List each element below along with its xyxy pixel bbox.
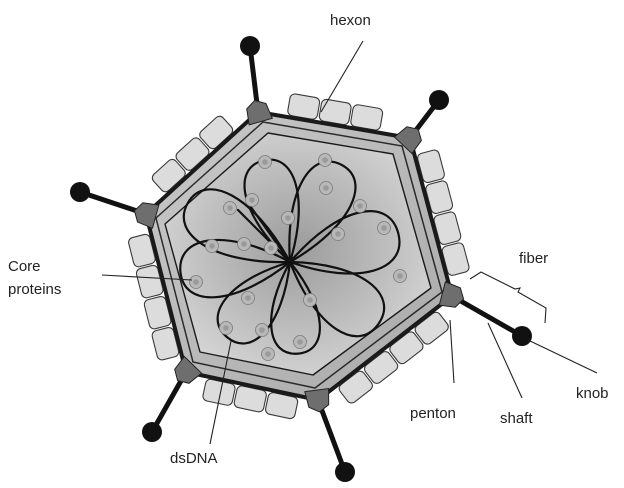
fiber-knob (142, 422, 162, 442)
label-shaft: shaft (500, 410, 533, 427)
label-core-line2: proteins (8, 281, 61, 298)
core-protein-center (381, 225, 387, 231)
core-protein-center (322, 157, 328, 163)
core-protein-center (297, 339, 303, 345)
label-dsdna: dsDNA (170, 450, 218, 467)
fiber-knob (429, 90, 449, 110)
core-protein-center (285, 215, 291, 221)
fiber-knob (512, 326, 532, 346)
knob-leader (528, 340, 597, 373)
penton-base (305, 389, 332, 414)
label-penton: penton (410, 405, 456, 422)
penton-leader (450, 320, 454, 383)
core-protein-center (245, 295, 251, 301)
core-protein-center (307, 297, 313, 303)
core-protein-center (241, 241, 247, 247)
fiber-knob (335, 462, 355, 482)
label-fiber: fiber (519, 250, 548, 267)
fiber-knob (240, 36, 260, 56)
label-core-line1: Core (8, 258, 41, 275)
core-protein-center (335, 231, 341, 237)
core-protein-center (227, 205, 233, 211)
core-protein-center (323, 185, 329, 191)
core-protein-center (249, 197, 255, 203)
core-protein-center (209, 243, 215, 249)
fiber-shaft (452, 296, 522, 336)
core-protein-center (397, 273, 403, 279)
label-hexon: hexon (330, 12, 371, 29)
fiber-shaft (318, 400, 345, 472)
fiber-knob (70, 182, 90, 202)
hexon-leader (321, 41, 363, 112)
label-knob: knob (576, 385, 609, 402)
core-protein-center (268, 245, 274, 251)
core-protein-center (193, 279, 199, 285)
core-protein-center (259, 327, 265, 333)
core-protein-center (223, 325, 229, 331)
core-protein-center (262, 159, 268, 165)
core-protein-center (265, 351, 271, 357)
core-protein-center (357, 203, 363, 209)
